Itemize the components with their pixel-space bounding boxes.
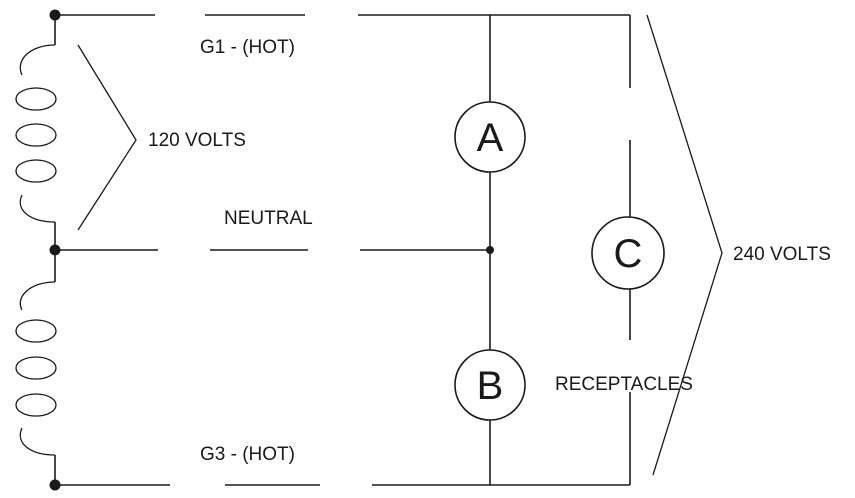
receptacle-a-label: A	[477, 116, 504, 160]
label-240-volts: 240 VOLTS	[733, 244, 831, 265]
brace-120-volts	[77, 44, 137, 231]
receptacle-b: B	[454, 349, 526, 421]
label-g3-hot: G3 - (HOT)	[200, 444, 295, 465]
receptacle-c: C	[591, 216, 665, 290]
receptacle-b-label: B	[477, 364, 504, 408]
receptacle-a: A	[454, 101, 526, 173]
brace-240-volts	[646, 14, 723, 476]
transformer-winding-lower	[15, 250, 57, 485]
label-receptacles: RECEPTACLES	[555, 374, 693, 395]
transformer-winding-upper	[15, 15, 57, 250]
label-120-volts: 120 VOLTS	[148, 130, 246, 151]
receptacle-c-label: C	[614, 232, 643, 276]
label-g1-hot: G1 - (HOT)	[200, 37, 295, 58]
label-neutral: NEUTRAL	[224, 208, 313, 229]
